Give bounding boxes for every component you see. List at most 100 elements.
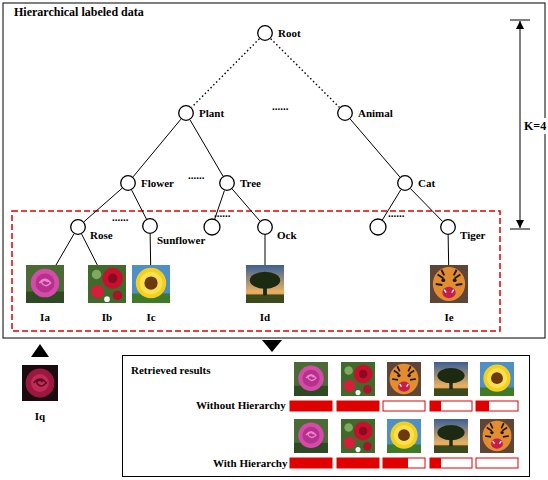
result-pointer-triangle — [262, 340, 282, 352]
tree-connector — [448, 235, 450, 265]
free-label: ...... — [214, 206, 231, 220]
image-picture — [430, 265, 468, 303]
image-label: Id — [246, 310, 284, 324]
dotted-connector — [192, 39, 260, 108]
image-picture — [88, 265, 126, 303]
relevance-bar — [383, 401, 425, 411]
depth-arrow-head — [516, 21, 524, 29]
image-label: Iq — [22, 409, 58, 423]
image-thumbnail — [132, 265, 170, 303]
circle-outline — [440, 219, 456, 235]
circle-outline — [70, 219, 86, 235]
image-label: Ib — [88, 310, 126, 324]
result-image — [434, 362, 468, 396]
circle-outline — [178, 105, 194, 121]
circle-shape — [258, 220, 273, 235]
result-image — [341, 419, 375, 453]
image-picture — [132, 265, 170, 303]
tree-connector — [56, 234, 74, 265]
tree-connector — [132, 190, 147, 219]
image-thumbnail — [22, 364, 58, 402]
result-image — [341, 362, 375, 396]
circle-shape — [441, 220, 456, 235]
image-node: Ia — [26, 265, 64, 303]
result-image — [294, 362, 328, 396]
box-heading: Retrieved results — [131, 363, 211, 377]
image-picture — [26, 265, 64, 303]
tree-node-circle: Root — [257, 25, 273, 41]
circle-shape — [220, 176, 235, 191]
depth-tick — [510, 229, 530, 230]
image-node: Id — [246, 265, 284, 303]
unlabeled-node-circle — [370, 219, 386, 235]
circle-shape — [398, 176, 413, 191]
dotted-connector — [271, 39, 340, 108]
depth-label: K=4 — [524, 118, 546, 134]
image-thumbnail — [88, 265, 126, 303]
relevance-bar — [430, 458, 472, 468]
tree-node-circle: Tiger — [440, 219, 456, 235]
circle-outline — [337, 105, 353, 121]
depth-arrow-head — [516, 220, 524, 228]
circle-shape — [71, 220, 86, 235]
circle-shape — [338, 106, 353, 121]
tree-node-circle: Rose — [70, 219, 86, 235]
circle-outline — [257, 25, 273, 41]
tree-node-circle: Animal — [337, 105, 353, 121]
result-image — [294, 419, 328, 453]
image-picture — [246, 265, 284, 303]
relevance-bar — [290, 458, 332, 468]
tree-node-circle: Cat — [397, 175, 413, 191]
image-thumbnail — [26, 265, 64, 303]
node-label: Sunflower — [157, 233, 205, 247]
image-label: Ie — [430, 310, 468, 324]
tree-connector — [232, 189, 260, 221]
circle-outline — [397, 175, 413, 191]
result-image — [480, 419, 514, 453]
node-label: Root — [278, 26, 301, 40]
image-picture — [22, 365, 58, 401]
circle-shape — [258, 26, 273, 41]
relevance-bar-fill — [383, 458, 408, 468]
tree-connector — [265, 235, 266, 265]
tree-node-circle: Ock — [257, 219, 273, 235]
circle-outline — [142, 218, 158, 234]
free-label: ...... — [112, 210, 129, 224]
relevance-bar — [476, 401, 518, 411]
node-label: Cat — [418, 176, 435, 190]
free-label: ...... — [388, 206, 405, 220]
node-label: Plant — [199, 106, 224, 120]
result-image — [434, 419, 468, 453]
circle-outline — [120, 175, 136, 191]
image-thumbnail — [430, 265, 468, 303]
tree-node-circle: Sunflower — [142, 218, 158, 234]
tree-connector — [411, 189, 443, 222]
relevance-bar — [337, 401, 379, 411]
node-label: Flower — [141, 176, 174, 190]
leaf-region-dashed-box — [12, 211, 500, 331]
circle-shape — [179, 106, 194, 121]
image-node: Ic — [132, 265, 170, 303]
free-label: With Hierarchy — [213, 456, 287, 470]
result-image — [387, 419, 421, 453]
circle-outline — [219, 175, 235, 191]
free-label: ...... — [188, 168, 205, 182]
circle-outline — [257, 219, 273, 235]
diagram-title: Hierarchical labeled data — [14, 5, 144, 19]
relevance-bar — [430, 401, 472, 411]
relevance-bar — [290, 401, 332, 411]
results-box: Retrieved results — [122, 355, 530, 477]
image-node: Ib — [88, 265, 126, 303]
relevance-bar-fill — [430, 401, 441, 411]
relevance-bar — [337, 458, 379, 468]
unlabeled-node-circle — [204, 219, 220, 235]
depth-tick — [510, 20, 530, 21]
circle-shape — [121, 176, 136, 191]
image-label: Ia — [26, 310, 64, 324]
tree-connector — [150, 234, 152, 265]
relevance-bar-fill — [476, 401, 489, 411]
relevance-bar — [383, 458, 425, 468]
result-image — [480, 362, 514, 396]
query-pointer-triangle — [31, 344, 49, 357]
